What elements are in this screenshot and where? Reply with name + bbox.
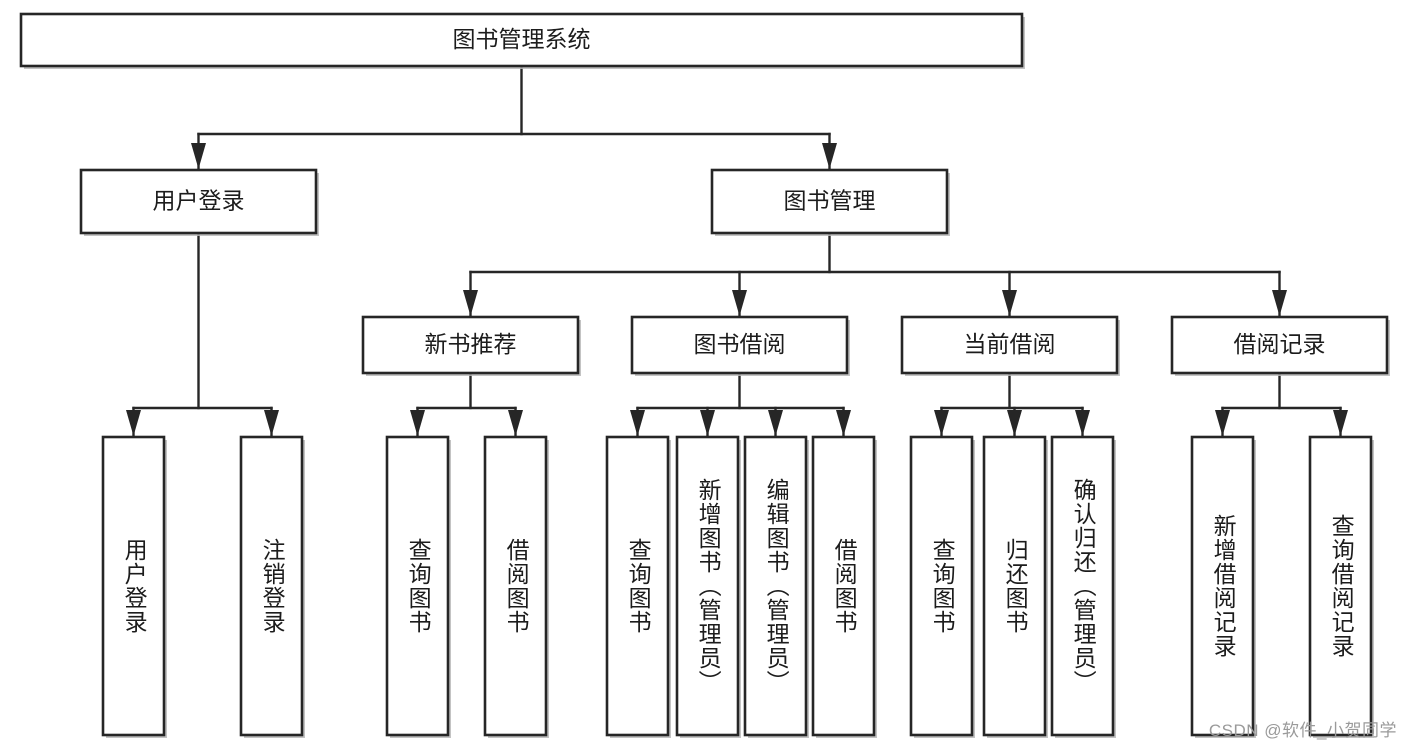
node-leaf-2[interactable] — [385, 435, 451, 738]
node-rect[interactable] — [743, 435, 808, 737]
node-rect[interactable] — [605, 435, 670, 737]
link-arrowhead — [1002, 290, 1017, 316]
node-rect[interactable] — [982, 435, 1047, 737]
node-rect[interactable] — [19, 12, 1024, 68]
node-rect[interactable] — [1190, 435, 1255, 737]
link-arrowhead — [126, 410, 141, 436]
node-rect[interactable] — [811, 435, 876, 737]
node-leaf-4[interactable] — [605, 435, 671, 738]
node-level2-1[interactable]: 图书管理 — [710, 168, 950, 236]
node-leaf-10[interactable] — [1050, 435, 1116, 738]
node-level3-1[interactable]: 图书借阅 — [630, 315, 850, 376]
node-level3-2[interactable]: 当前借阅 — [900, 315, 1120, 376]
node-label: 图书管理 — [784, 188, 876, 214]
connector-links-layer — [126, 64, 1348, 437]
link-arrowhead — [934, 410, 949, 436]
node-leaf-11[interactable] — [1190, 435, 1256, 738]
link-arrowhead — [700, 410, 715, 436]
node-leaf-0[interactable] — [101, 435, 167, 738]
node-label: 图书借阅 — [694, 331, 786, 357]
node-rect[interactable] — [239, 435, 304, 737]
node-rect[interactable] — [385, 435, 450, 737]
link-arrowhead — [836, 410, 851, 436]
node-rect[interactable] — [1050, 435, 1115, 737]
node-leaf-9[interactable] — [982, 435, 1048, 738]
node-label: 借阅记录 — [1234, 331, 1326, 357]
node-rect[interactable] — [1308, 435, 1373, 737]
watermark-text: CSDN @软件_小贺同学 — [1208, 721, 1397, 740]
node-rect[interactable] — [675, 435, 740, 737]
node-level3-0[interactable]: 新书推荐 — [361, 315, 581, 376]
node-label: 当前借阅 — [964, 331, 1056, 357]
link-arrowhead — [822, 143, 837, 169]
link-arrowhead — [264, 410, 279, 436]
node-rect[interactable] — [79, 168, 318, 235]
link-arrowhead — [768, 410, 783, 436]
link-arrowhead — [732, 290, 747, 316]
node-leaf-12[interactable] — [1308, 435, 1374, 738]
node-rect[interactable] — [909, 435, 974, 737]
node-level3-3[interactable]: 借阅记录 — [1170, 315, 1390, 376]
link-arrowhead — [630, 410, 645, 436]
node-rect[interactable] — [630, 315, 849, 375]
node-rect[interactable] — [361, 315, 580, 375]
node-leaf-5[interactable] — [675, 435, 741, 738]
node-root-0[interactable]: 图书管理系统 — [19, 12, 1025, 69]
node-leaf-1[interactable] — [239, 435, 305, 738]
link-arrowhead — [1215, 410, 1230, 436]
node-rect[interactable] — [483, 435, 548, 737]
node-leaf-6[interactable] — [743, 435, 809, 738]
node-level2-0[interactable]: 用户登录 — [79, 168, 319, 236]
link-arrowhead — [1333, 410, 1348, 436]
node-rect[interactable] — [710, 168, 949, 235]
link-arrowhead — [410, 410, 425, 436]
node-rect[interactable] — [900, 315, 1119, 375]
link-arrowhead — [1007, 410, 1022, 436]
node-leaf-7[interactable] — [811, 435, 877, 738]
link-arrowhead — [463, 290, 478, 316]
node-label: 图书管理系统 — [453, 26, 591, 52]
link-arrowhead — [1075, 410, 1090, 436]
node-leaf-8[interactable] — [909, 435, 975, 738]
link-arrowhead — [191, 143, 206, 169]
link-arrowhead — [508, 410, 523, 436]
link-arrowhead — [1272, 290, 1287, 316]
node-rect[interactable] — [1170, 315, 1389, 375]
node-leaf-3[interactable] — [483, 435, 549, 738]
node-rect[interactable] — [101, 435, 166, 737]
node-label: 新书推荐 — [425, 331, 517, 357]
node-label: 用户登录 — [153, 188, 245, 214]
